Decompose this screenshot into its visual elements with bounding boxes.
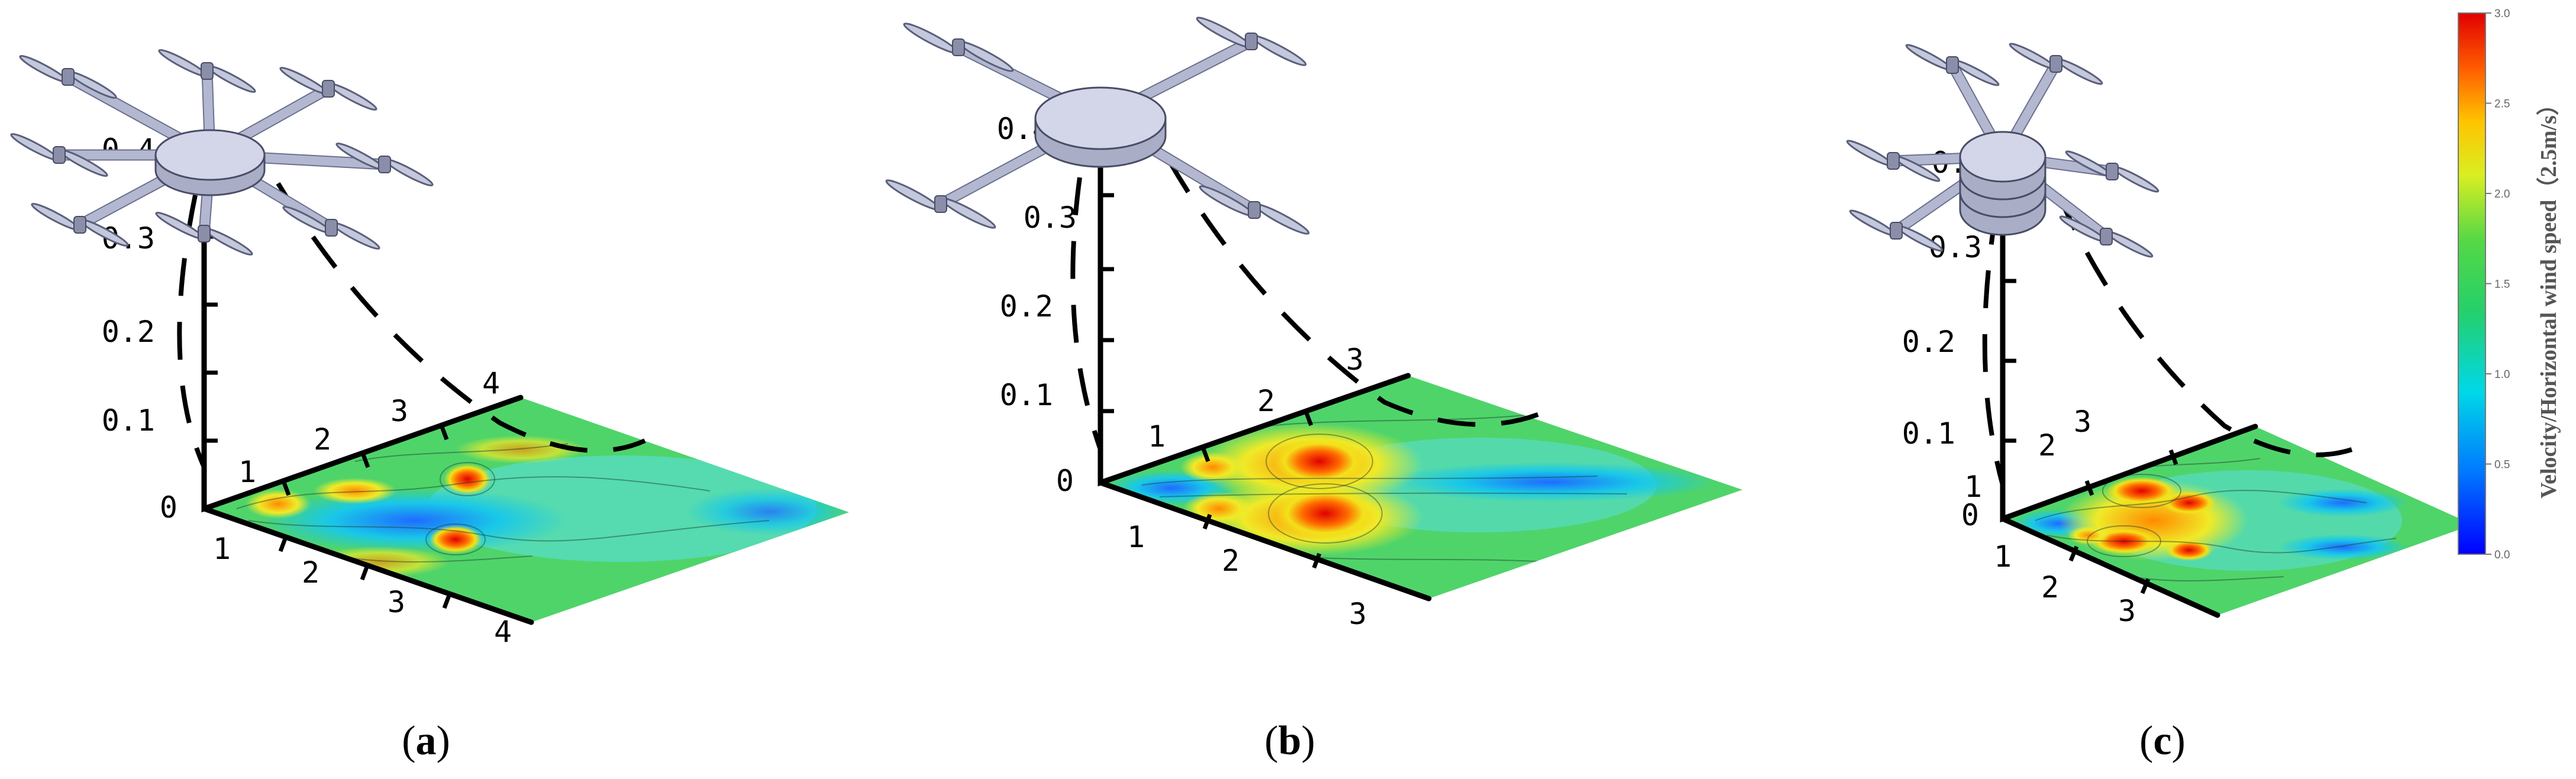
x-tick-label: 1 <box>213 532 231 566</box>
propeller-icon <box>31 203 129 247</box>
colorbar-title: Velocity/Horizontal wind speed（2.5m/s） <box>2536 93 2561 499</box>
colorbar-gradient <box>2458 12 2486 555</box>
z-tick-label: 0.1 <box>1902 416 1955 451</box>
y-axis-ticks: 1 2 3 4 <box>238 366 500 489</box>
x-axis-ticks: 1 2 3 4 <box>213 532 512 649</box>
propeller-icon <box>19 55 117 99</box>
propeller-icon <box>158 49 256 93</box>
z-tick-label: 0 <box>1961 498 1979 532</box>
colorbar-tick-label: 2.0 <box>2494 188 2510 201</box>
colorbar-tick-label: 1.0 <box>2494 369 2510 381</box>
colorbar-tick-label: 0.0 <box>2494 549 2510 561</box>
panel-a: 0 0.1 0.2 0.3 0.4 1 2 3 4 1 2 3 4 (a) <box>10 49 849 764</box>
propeller-icon <box>903 22 1014 72</box>
velocity-contour-plane <box>2003 426 2473 615</box>
y-tick-label: 3 <box>1346 342 1364 377</box>
x-tick-label: 3 <box>1349 597 1367 631</box>
x-axis-ticks: 1 2 3 <box>1127 520 1367 631</box>
y-tick-label: 3 <box>390 394 408 428</box>
drone-rotors <box>1846 43 2159 258</box>
propeller-icon <box>2009 43 2103 85</box>
y-axis-ticks: 1 2 3 <box>1964 405 2091 504</box>
downwash-boundary <box>1070 158 1554 451</box>
propeller-icon <box>1905 44 2000 86</box>
propeller-icon <box>2065 150 2159 193</box>
y-tick-label: 2 <box>1257 384 1275 418</box>
z-tick-label: 0 <box>160 490 177 525</box>
propeller-icon <box>1196 17 1307 66</box>
y-tick-label: 1 <box>238 455 256 489</box>
propeller-icon <box>155 212 253 256</box>
y-axis-ticks: 1 2 3 <box>1148 342 1364 454</box>
hexacopter-drone-model <box>1846 43 2159 258</box>
x-tick-label: 4 <box>494 615 512 649</box>
propeller-icon <box>279 67 377 111</box>
z-tick-label: 0.3 <box>1024 201 1077 235</box>
colorbar-ticks: 3.0 2.5 2.0 1.5 1.0 0.5 0.0 <box>2485 8 2510 561</box>
y-tick-label: 2 <box>2038 428 2056 463</box>
x-tick-label: 3 <box>2118 594 2136 628</box>
quadcopter-drone-model <box>885 17 1310 235</box>
propeller-icon <box>335 143 434 186</box>
colorbar-legend: 3.0 2.5 2.0 1.5 1.0 0.5 0.0 Velocity/Horizonta… <box>2458 8 2561 561</box>
panel-label-a: (a) <box>402 718 450 764</box>
colorbar-tick-label: 3.0 <box>2494 8 2510 20</box>
colorbar-tick-label: 2.5 <box>2494 98 2510 111</box>
drone-rotors <box>10 49 434 256</box>
panel-c: 0 0.1 0.2 0.3 0.4 1 2 3 1 2 3 (c) <box>1846 43 2473 764</box>
x-tick-label: 3 <box>388 585 405 619</box>
x-tick-label: 2 <box>2041 570 2059 605</box>
panel-label-c: (c) <box>2139 718 2186 764</box>
drone-body <box>154 129 266 196</box>
x-tick-label: 2 <box>302 555 319 590</box>
z-tick-label: 0 <box>1056 464 1074 498</box>
propeller-icon <box>1199 185 1310 235</box>
propeller-icon <box>10 133 108 177</box>
z-tick-label: 0.2 <box>102 315 155 349</box>
panel-label-b: (b) <box>1264 718 1315 764</box>
x-tick-label: 1 <box>1127 520 1145 554</box>
colorbar-tick-label: 1.5 <box>2494 279 2510 291</box>
drone-body <box>1034 86 1167 168</box>
octocopter-drone-model <box>10 49 434 256</box>
downwash-boundary <box>1982 194 2353 486</box>
propeller-icon <box>1849 209 1944 252</box>
z-tick-label: 0.1 <box>1000 378 1053 412</box>
y-tick-label: 1 <box>1148 419 1166 454</box>
drone-body <box>1959 131 2046 236</box>
x-tick-label: 2 <box>1222 544 1239 578</box>
y-tick-label: 3 <box>2074 405 2091 439</box>
propeller-icon <box>2059 215 2154 258</box>
z-tick-label: 0.1 <box>102 403 155 438</box>
propeller-icon <box>1846 140 1941 182</box>
y-tick-label: 1 <box>1964 470 1982 504</box>
panel-b: 0 0.1 0.2 0.3 0.4 1 2 3 1 2 3 (b) <box>885 17 1742 764</box>
z-tick-label: 0.2 <box>1000 289 1053 324</box>
colorbar-tick-label: 0.5 <box>2494 459 2510 471</box>
axes <box>2000 157 2258 618</box>
downwash-boundary <box>177 182 646 468</box>
y-tick-label: 2 <box>314 422 331 457</box>
x-tick-label: 1 <box>1994 539 2012 574</box>
z-tick-label: 0.2 <box>1902 325 1955 359</box>
y-tick-label: 4 <box>482 366 500 400</box>
propeller-icon <box>282 206 380 250</box>
velocity-contour-plane <box>1100 376 1742 599</box>
drone-rotors <box>885 17 1310 235</box>
x-axis-ticks: 1 2 3 <box>1994 539 2136 628</box>
propeller-icon <box>885 179 996 229</box>
